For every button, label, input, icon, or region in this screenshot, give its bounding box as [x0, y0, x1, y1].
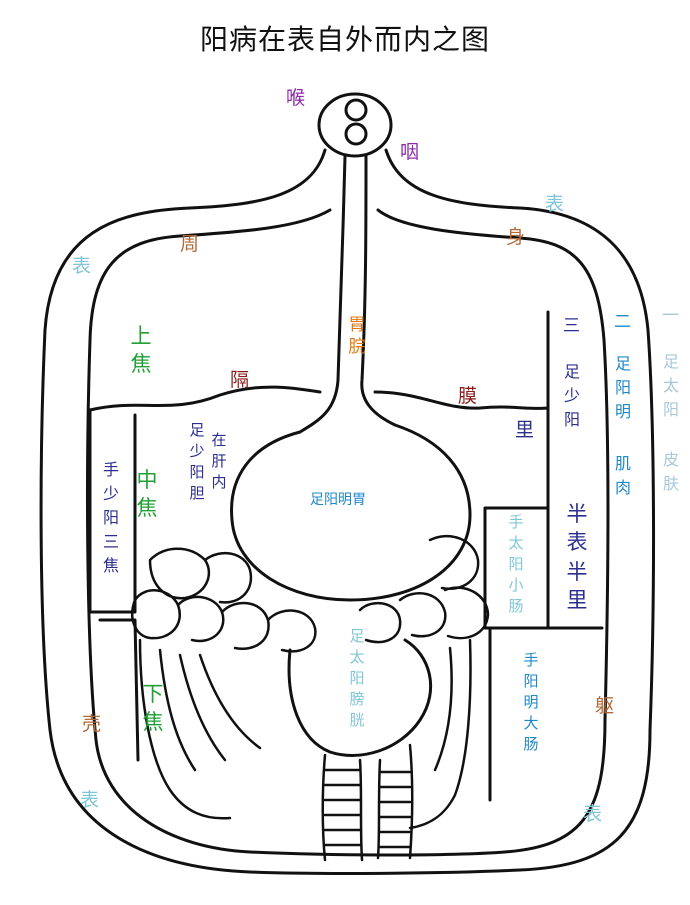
- label-biao-bottom-left: 表: [80, 789, 100, 811]
- outer-body-outline: [39, 148, 656, 875]
- label-shangjiao: 上焦: [130, 324, 152, 376]
- label-shen: 身: [506, 226, 526, 248]
- label-li: 里: [515, 419, 535, 441]
- label-shou-taiyang-xiaochang: 手太阳小肠: [508, 513, 524, 615]
- label-ban-li: 半里: [566, 560, 588, 612]
- label-biao-top-right: 表: [545, 193, 565, 215]
- label-zu-taiyang: 足太阳: [662, 352, 679, 419]
- lower-jiao-column: [98, 618, 140, 762]
- diagram-title: 阳病在表自外而内之图: [199, 23, 490, 56]
- label-zu-taiyang-pangguang: 足太阳膀胱: [349, 627, 365, 729]
- label-ke: 壳: [82, 713, 102, 735]
- label-ban-biao: 半表: [566, 502, 588, 554]
- label-biao-left: 表: [72, 255, 92, 277]
- label-zu-yangming-wei: 足阳明胃: [310, 492, 366, 508]
- esophagus-right: [360, 154, 397, 427]
- label-xiajiao: 下焦: [142, 682, 164, 734]
- stomach: [230, 423, 472, 602]
- label-shou-shaoyang-sanjiao: 手少阳三焦: [102, 460, 119, 575]
- esophagus-left: [298, 154, 347, 434]
- label-weiwan: 胃脘: [348, 315, 366, 357]
- label-san: 三: [563, 316, 580, 336]
- label-biao-bottom-right: 表: [583, 803, 603, 825]
- label-mo: 膜: [458, 385, 478, 407]
- head-outer: [317, 92, 393, 158]
- label-shou-yangming-dachang: 手阳明大肠: [523, 651, 539, 753]
- bladder: [287, 638, 433, 757]
- label-jirou: 肌肉: [614, 454, 631, 497]
- label-zhou: 周: [180, 233, 200, 255]
- label-zai-gan-nei: 在肝内: [211, 431, 227, 491]
- diaphragm-right: [373, 390, 550, 410]
- label-yi: 一: [662, 306, 679, 326]
- label-hou: 喉: [286, 87, 306, 109]
- large-intestine: [138, 638, 472, 830]
- rectum: [321, 743, 414, 862]
- label-ge: 隔: [230, 369, 250, 391]
- inner-body-outline: [86, 208, 610, 857]
- label-zu-shaoyang-dan: 足少阳胆: [189, 421, 205, 502]
- head-inner-bottom: [344, 122, 368, 146]
- label-zu-shaoyang: 足少阳: [563, 362, 580, 429]
- label-qu: 躯: [595, 695, 615, 717]
- label-er: 二: [614, 312, 631, 332]
- head-inner-top: [344, 98, 368, 122]
- label-zu-yangming: 足阳明: [614, 354, 631, 421]
- diaphragm-left: [88, 385, 322, 412]
- sanjiao-column: [88, 408, 137, 614]
- small-intestine-box: [483, 506, 550, 630]
- label-yan: 咽: [400, 141, 420, 163]
- small-intestine: [131, 534, 490, 653]
- label-zhongjiao: 中焦: [136, 468, 158, 520]
- label-pifu: 皮肤: [662, 450, 679, 493]
